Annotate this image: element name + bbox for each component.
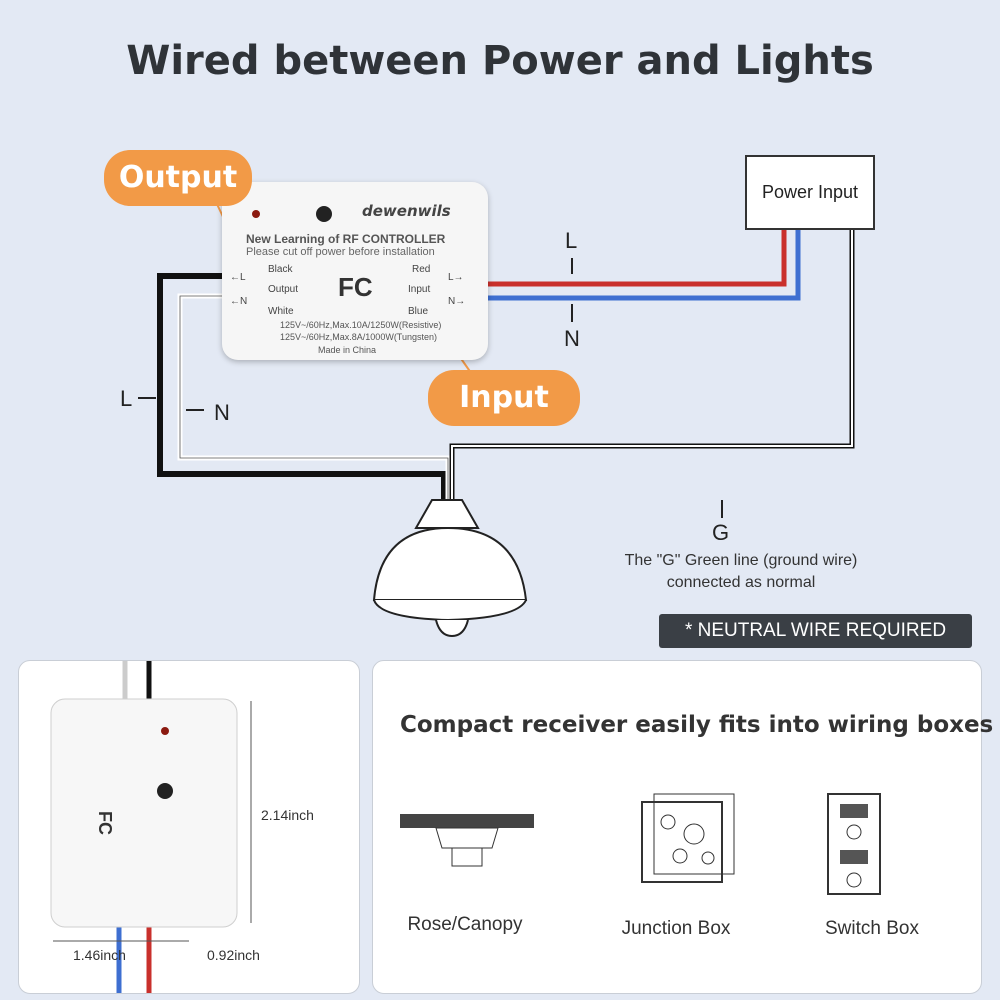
rating-resistive: 125V~/60Hz,Max.10A/1250W(Resistive): [280, 320, 442, 330]
status-led: [252, 210, 260, 218]
dimensions-panel: FC 2.14inch 1.46inch 0.92inch: [18, 660, 360, 994]
wiring-diagram: [138, 199, 855, 638]
lamp-return-wire-core: [451, 230, 853, 500]
brand-logo: dewenwils: [362, 202, 451, 220]
input-callout: Input: [428, 370, 580, 426]
svg-text:FC: FC: [95, 811, 115, 835]
wire-label-l-left: L: [120, 386, 133, 411]
caption-switch-box: Switch Box: [825, 918, 919, 939]
label-l-left: ←L: [230, 272, 246, 283]
page-title: Wired between Power and Lights: [126, 38, 874, 84]
module-warning: Please cut off power before installation: [246, 246, 435, 258]
label-output: Output: [268, 284, 299, 295]
switch-box-icon: [827, 793, 881, 895]
power-input-box: Power Input: [745, 155, 875, 230]
rf-controller-module: dewenwils New Learning of RF CONTROLLER …: [222, 182, 488, 360]
module-photo: FC: [50, 661, 252, 993]
label-red: Red: [412, 264, 431, 275]
box-illustrations: [400, 793, 881, 895]
wire-label-n-left: N: [214, 400, 230, 425]
caption-junction-box: Junction Box: [621, 918, 731, 939]
label-blue: Blue: [408, 306, 429, 317]
fcc-logo: FC: [338, 272, 373, 302]
junction-box-icon: [641, 793, 735, 883]
wire-label-g: G: [712, 520, 730, 545]
neutral-wire-badge: * NEUTRAL WIRE REQUIRED: [659, 614, 972, 648]
dimension-width: 1.46inch: [73, 947, 126, 963]
caption-rose-canopy: Rose/Canopy: [407, 914, 523, 935]
blue-wire: [488, 230, 801, 301]
dimension-depth: 0.92inch: [207, 947, 260, 963]
learn-button[interactable]: [316, 206, 332, 222]
rose-canopy-icon: [400, 814, 534, 867]
ground-note-line2: connected as normal: [666, 574, 816, 591]
label-black: Black: [268, 264, 293, 275]
rating-tungsten: 125V~/60Hz,Max.8A/1000W(Tungsten): [280, 332, 437, 342]
ground-note-line1: The "G" Green line (ground wire): [624, 552, 858, 569]
label-l-right: L→: [448, 272, 464, 283]
label-input: Input: [408, 284, 431, 295]
wire-label-n: N: [564, 326, 580, 351]
ground-note: The "G" Green line (ground wire) connect…: [600, 550, 882, 594]
label-n-left: ←N: [230, 296, 248, 307]
lamp-return-wire: [449, 230, 855, 500]
dimension-height: 2.14inch: [261, 807, 314, 823]
ceiling-lamp: [372, 499, 528, 638]
black-wire: [157, 273, 447, 500]
label-white: White: [268, 306, 294, 317]
compact-heading: Compact receiver easily fits into wiring…: [400, 712, 994, 738]
output-callout: Output: [104, 150, 252, 206]
red-wire: [488, 230, 787, 287]
wire-label-l: L: [565, 228, 578, 253]
label-n-right: N→: [448, 296, 466, 307]
white-wire-outline: [179, 295, 449, 500]
made-in: Made in China: [318, 345, 377, 355]
module-name: New Learning of RF CONTROLLER: [246, 232, 446, 246]
